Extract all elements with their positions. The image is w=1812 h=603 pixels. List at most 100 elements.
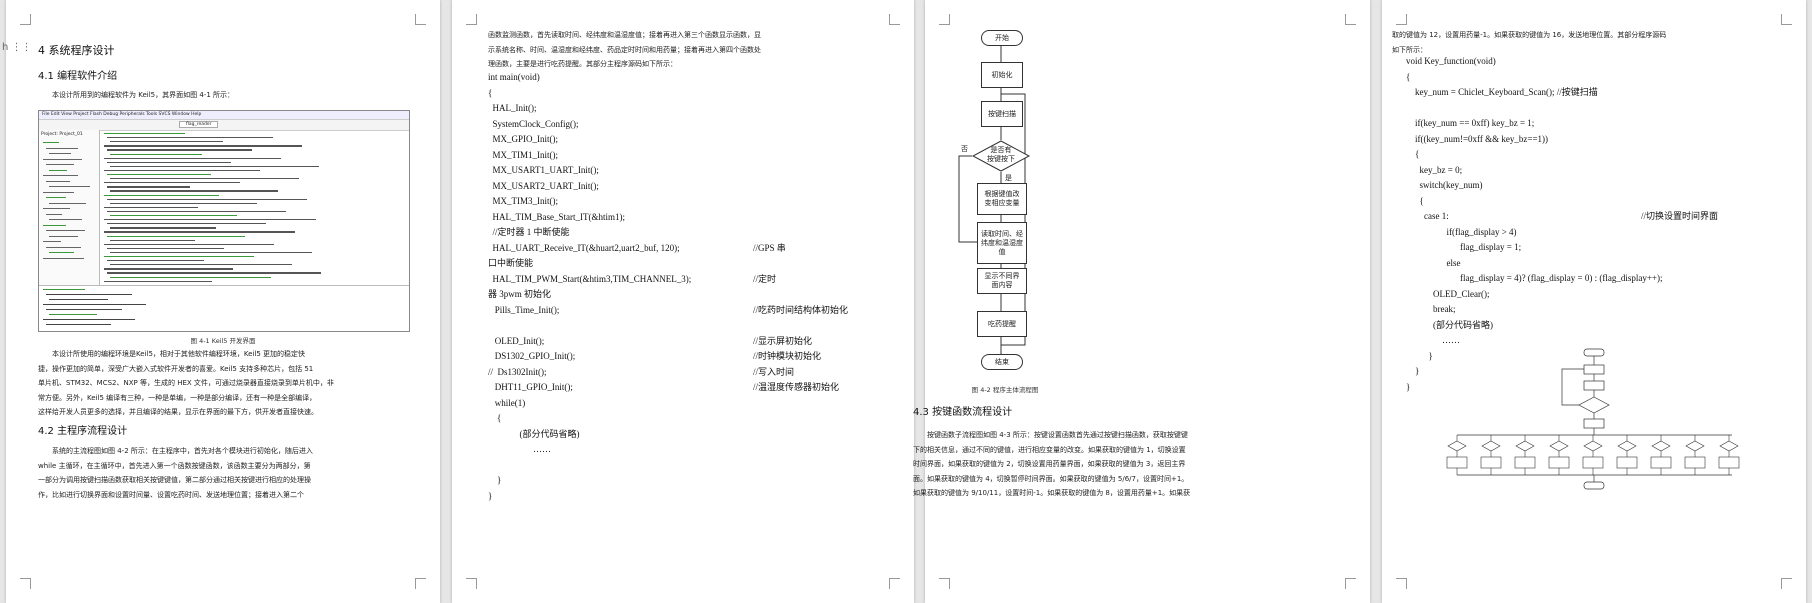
mini-flow-shape xyxy=(1684,456,1706,469)
code-text: MX_TIM3_Init(); xyxy=(488,196,559,206)
document-page-1: h ⋮⋮ 4 系统程序设计 4.1 编程软件介绍 本设计所用到的编程软件为 Ke… xyxy=(2,0,440,603)
ide-text-line xyxy=(110,202,258,204)
ide-text-line xyxy=(107,174,211,176)
code-text: break; xyxy=(1406,304,1456,314)
code-text: DS1302_GPIO_Init(); xyxy=(488,351,576,361)
main-source-code: int main(void){ HAL_Init(); SystemClock_… xyxy=(488,70,898,504)
ide-project-tree: Project: Project_01 xyxy=(39,130,100,285)
code-line: int main(void) xyxy=(488,70,898,86)
flow-init: 初始化 xyxy=(981,62,1023,88)
code-comment: //定时 xyxy=(753,273,777,284)
code-line: MX_TIM1_Init(); xyxy=(488,148,898,164)
ide-text-line xyxy=(49,235,78,237)
code-line: { xyxy=(1406,147,1801,163)
ide-text-line xyxy=(46,309,122,311)
mini-flow-shape xyxy=(1446,456,1468,469)
code-line: MX_USART1_UART_Init(); xyxy=(488,163,898,179)
code-comment: //吃药时间结构体初始化 xyxy=(753,304,849,315)
mini-flow-shape xyxy=(1650,456,1672,469)
section-heading-4-1: 4.1 编程软件介绍 xyxy=(38,71,118,82)
ide-text-line xyxy=(43,142,59,144)
ide-text-line xyxy=(110,239,196,241)
flow-label-yes: 是 xyxy=(1005,174,1012,182)
ide-text-line xyxy=(43,175,78,177)
code-text: { xyxy=(1406,71,1411,82)
code-line: (部分代码省略) xyxy=(1406,318,1801,334)
ide-text-line xyxy=(46,213,63,215)
code-text: } xyxy=(488,490,493,501)
ide-text-line xyxy=(46,324,111,326)
code-text: } xyxy=(1406,366,1420,376)
mini-flow-shape xyxy=(1651,440,1671,452)
ide-text-line xyxy=(49,219,82,221)
code-text: while(1) xyxy=(488,397,526,408)
code-line: …… xyxy=(488,442,898,458)
code-line: MX_USART2_UART_Init(); xyxy=(488,179,898,195)
code-text: …… xyxy=(1406,335,1460,345)
code-text: (部分代码省略) xyxy=(488,428,580,439)
code-comment: //显示屏初始化 xyxy=(753,335,813,346)
ide-text-line xyxy=(46,180,71,182)
code-line: switch(key_num) xyxy=(1406,178,1801,194)
mini-flow-shape xyxy=(1480,456,1502,469)
key-function-flowchart xyxy=(1446,348,1740,490)
drag-handle-icon[interactable]: h ⋮⋮ xyxy=(2,42,32,53)
code-text xyxy=(488,320,490,330)
ide-text-line xyxy=(107,186,190,188)
code-line: DS1302_GPIO_Init();//时钟模块初始化 xyxy=(488,349,898,365)
paragraph-main-flow: 系统的主流程图如图 4-2 所示：在主程序中，首先对各个模块进行初始化，随后进入… xyxy=(38,447,313,499)
ide-code-editor xyxy=(100,130,409,286)
ide-text-line xyxy=(110,264,292,266)
code-line: flag_display = 1; xyxy=(1406,240,1801,256)
code-text: flag_display = 1; xyxy=(1406,242,1522,252)
code-line: } xyxy=(488,473,898,489)
ide-text-line xyxy=(43,208,70,210)
ide-text-line xyxy=(49,186,90,188)
ide-text-line xyxy=(104,157,282,159)
code-line: } xyxy=(1406,380,1801,396)
code-line: 器 3pwm 初始化 xyxy=(488,287,898,303)
code-text: Pills_Time_Init(); xyxy=(488,304,560,315)
ide-text-line xyxy=(110,251,313,254)
code-line: while(1) xyxy=(488,396,898,412)
mini-flow-shape xyxy=(1548,456,1570,469)
ide-text-line xyxy=(110,165,320,168)
code-text: MX_USART2_UART_Init(); xyxy=(488,180,599,191)
mini-flow-shape xyxy=(1447,440,1467,452)
ide-text-line xyxy=(49,202,86,204)
code-line: HAL_TIM_Base_Start_IT(&htim1); xyxy=(488,210,898,226)
flow-key-scan: 按键扫描 xyxy=(981,101,1023,127)
mini-flow-shape xyxy=(1685,440,1705,452)
code-line: SystemClock_Config(); xyxy=(488,117,898,133)
figure-caption-4-2: 图 4-2 程序主体流程图 xyxy=(971,386,1039,394)
code-text: HAL_Init(); xyxy=(488,103,537,113)
flow-display: 显示不同界 面内容 xyxy=(977,268,1027,294)
code-line: if(key_num == 0xff) key_bz = 1; xyxy=(1406,116,1801,132)
code-line: HAL_Init(); xyxy=(488,101,898,117)
document-page-4: 取的键值为 12，设置用药量-1。如果获取的键值为 16，发送地理位置。其部分程… xyxy=(1382,0,1806,603)
flow-process: 根据键值改 变相应变量 xyxy=(977,183,1027,215)
ide-text-line xyxy=(43,241,62,243)
mini-flow-shape xyxy=(1617,440,1637,452)
code-line: { xyxy=(488,86,898,102)
code-line: if((key_num!=0xff && key_bz==1)) xyxy=(1406,132,1801,148)
ide-text-line xyxy=(104,182,240,184)
ide-text-line xyxy=(110,178,299,180)
flow-read-sensors: 读取时间、经 纬度和温湿度 值 xyxy=(977,222,1027,264)
mini-flow-shape xyxy=(1582,456,1604,469)
code-line: HAL_UART_Receive_IT(&huart2,uart2_buf, 1… xyxy=(488,241,898,257)
code-line: key_num = Chiclet_Keyboard_Scan(); //按键扫… xyxy=(1406,85,1801,101)
ide-text-line xyxy=(43,304,147,306)
section-heading-4-3: 4.3 按键函数流程设计 xyxy=(913,407,1013,418)
code-text: else xyxy=(1406,257,1461,268)
code-comment: //GPS 串 xyxy=(753,242,786,253)
ide-text-line xyxy=(110,276,271,278)
flow-start: 开始 xyxy=(981,30,1023,46)
code-line: DHT11_GPIO_Init();//温湿度传感器初始化 xyxy=(488,380,898,396)
ide-text-line xyxy=(107,198,308,200)
ide-text-line xyxy=(107,137,273,139)
figure-caption-4-1: 图 4-1 Keil5 开发界面 xyxy=(190,337,256,345)
ide-text-line xyxy=(107,210,287,213)
ide-text-line xyxy=(110,227,216,229)
code-text: DHT11_GPIO_Init(); xyxy=(488,382,573,392)
